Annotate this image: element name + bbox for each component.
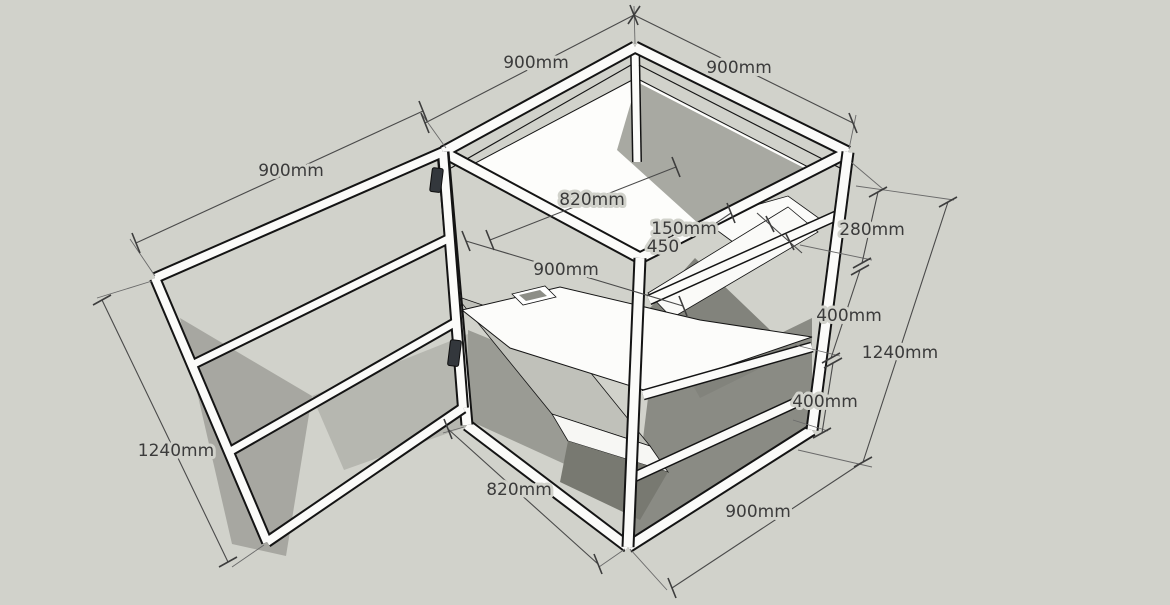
dimline-right-lower-section — [821, 362, 834, 434]
lower-ramp-underside-shadow — [560, 441, 668, 520]
bottom-rail-front-right — [625, 426, 815, 551]
dimline-top-shelf-depth — [489, 166, 677, 241]
top-rail-back-left — [440, 43, 638, 156]
dimline-right-top-section — [861, 191, 879, 264]
dimline-overall-height — [862, 201, 949, 463]
dimline-top-gap — [756, 212, 803, 254]
right-post — [807, 151, 853, 431]
front-post — [623, 257, 645, 548]
door-mid-rail-2 — [227, 318, 458, 456]
right-rail-middle — [641, 343, 814, 399]
dim-label-top-left-width: 900mm — [503, 53, 569, 73]
doorway-shadow — [312, 334, 474, 470]
dim-label-ramp-length: 450 — [647, 237, 679, 257]
dimension-lines — [101, 14, 949, 589]
dim-label-door-height: 1240mm — [138, 441, 214, 461]
bottom-rail-front-left — [464, 421, 631, 551]
top-rail-back-right — [633, 42, 850, 157]
dimline-door-height — [101, 299, 229, 563]
door-hinge-stile — [439, 151, 467, 409]
dim-label-door-width: 900mm — [258, 161, 324, 181]
right-rail-lower — [630, 393, 810, 482]
cabinet-frame — [436, 41, 855, 553]
dim-label-top-right-depth: 900mm — [706, 58, 772, 78]
top-rail-front-left — [440, 148, 643, 262]
dim-label-top-shelf-depth: 820mm — [559, 190, 625, 210]
dimline-ramp-length — [699, 212, 732, 235]
dimension-annotations: 900mm 900mm 900mm 820mm 450 150mm 900mm … — [92, 4, 958, 599]
dimline-right-upper-section — [830, 269, 861, 359]
top-rail-front-right — [637, 147, 851, 263]
hinge-top — [429, 167, 444, 193]
dim-label-bottom-right-depth: 900mm — [725, 502, 791, 522]
hinge-bottom — [447, 339, 462, 367]
top-rail-inner-edge-right — [638, 64, 841, 169]
door-bottom-rail — [264, 404, 466, 546]
dimline-top-left-width — [424, 14, 635, 124]
door-top-rail — [153, 148, 445, 282]
top-rail-inner-edge-left — [450, 64, 632, 169]
dimension-labels: 900mm 900mm 900mm 820mm 450 150mm 900mm … — [135, 50, 941, 525]
dim-label-top-gap-height: 150mm — [651, 219, 717, 239]
dim-label-overall-height: 1240mm — [862, 343, 938, 363]
dim-label-right-lower-section: 400mm — [792, 392, 858, 412]
open-door — [149, 146, 469, 547]
dimline-door-width — [135, 110, 424, 244]
dimline-bottom-front-width — [447, 428, 599, 565]
back-post — [631, 46, 641, 163]
middle-shelf-hatch-hole — [519, 290, 547, 301]
dimline-bottom-right-depth — [671, 461, 864, 589]
dimension-ticks — [92, 4, 958, 599]
right-rail-upper — [647, 211, 840, 304]
dim-label-bottom-front-width: 820mm — [486, 480, 552, 500]
dim-label-right-upper-section: 400mm — [816, 306, 882, 326]
door-outer-stile — [151, 276, 271, 544]
dimline-middle-shelf-width — [465, 240, 684, 307]
dimline-top-right-depth — [633, 14, 854, 124]
dim-label-right-top-section: 280mm — [839, 220, 905, 240]
top-shelf-shadow — [617, 82, 808, 225]
door-mid-rail-1 — [190, 234, 452, 369]
dim-label-middle-shelf-width: 900mm — [533, 260, 599, 280]
